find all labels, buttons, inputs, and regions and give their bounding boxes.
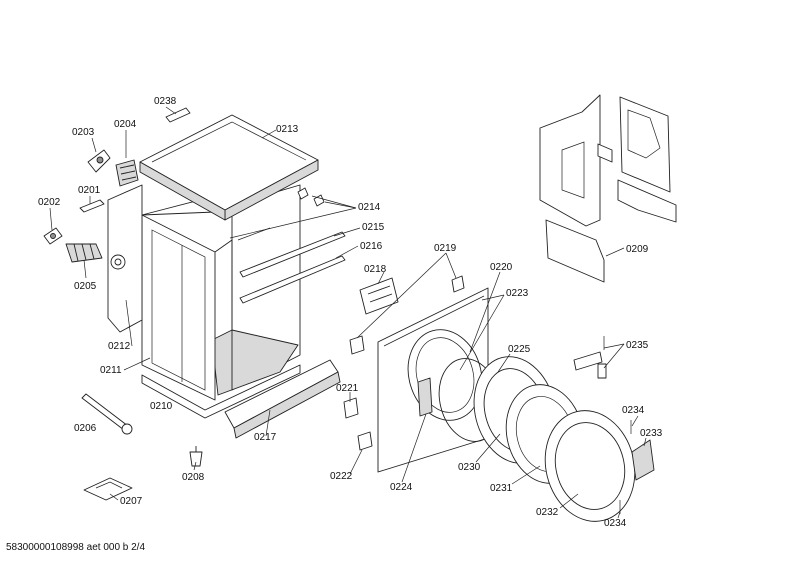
callout-0203: 0203 [72,127,95,138]
callout-0208: 0208 [182,472,205,483]
callout-0232: 0232 [536,507,559,518]
rear-side-panel-part [107,184,143,333]
callout-0218: 0218 [364,264,387,275]
callout-0234-lower: 0234 [604,518,627,529]
insulation-panel-b [539,94,601,227]
callout-0209: 0209 [626,244,649,255]
part-0221-sensor [343,397,359,419]
part-0207-plate [83,477,133,501]
callout-0211: 0211 [100,365,122,376]
base-frame-part [141,364,301,419]
callout-0216: 0216 [360,241,383,252]
rail-0216-part [239,255,346,304]
callout-0234-upper: 0234 [622,405,645,416]
callout-0205: 0205 [74,281,97,292]
insulation-panel-c [619,96,671,193]
callout-0202: 0202 [38,197,61,208]
leader-lines [49,106,647,519]
rail-0215-part [239,231,346,278]
callout-0220: 0220 [490,262,513,273]
callout-0210: 0210 [150,401,173,412]
part-0235-hinge [573,351,603,371]
insulation-panel-d [617,179,677,223]
cabinet-assembly [107,184,346,419]
callout-0231: 0231 [490,483,513,494]
callout-0214: 0214 [358,202,381,213]
inner-floor-part [211,329,299,396]
callout-0201: 0201 [78,185,101,196]
part-0233-handle [631,439,655,481]
part-0201-clip [79,199,105,213]
document-footer: 58300000108998 aet 000 b 2/4 [6,542,146,553]
callout-0223: 0223 [506,288,529,299]
callout-0204: 0204 [114,119,137,130]
bracket-0238-part [165,107,191,123]
door-assembly [438,336,655,522]
callout-0235: 0235 [626,340,649,351]
callout-0212: 0212 [108,341,131,352]
callout-0222: 0222 [330,471,353,482]
front-panel-assembly [343,275,489,473]
callout-0219: 0219 [434,243,457,254]
part-0208-foot [189,451,203,467]
callout-0233: 0233 [640,428,663,439]
callout-0217: 0217 [254,432,277,443]
part-0219-clip [451,275,465,293]
callout-0238: 0238 [154,96,177,107]
insulation-panel-a [545,219,605,283]
callout-0224: 0224 [390,482,413,493]
callout-0206: 0206 [74,423,97,434]
part-0218-lock [359,277,399,315]
callout-0213: 0213 [276,124,299,135]
callout-labels: 0238 0213 0203 0204 0201 0202 0205 0214 … [38,96,663,529]
front-panel-part [377,287,489,473]
callout-0215: 0215 [362,222,385,233]
callout-0230: 0230 [458,462,481,473]
part-0222-cap [357,431,373,451]
callout-0221: 0221 [336,383,359,394]
insulation-panels [539,94,677,283]
side-panel-part [141,214,216,401]
small-parts-left [43,149,203,501]
callout-0225: 0225 [508,344,531,355]
callout-0207: 0207 [120,496,143,507]
